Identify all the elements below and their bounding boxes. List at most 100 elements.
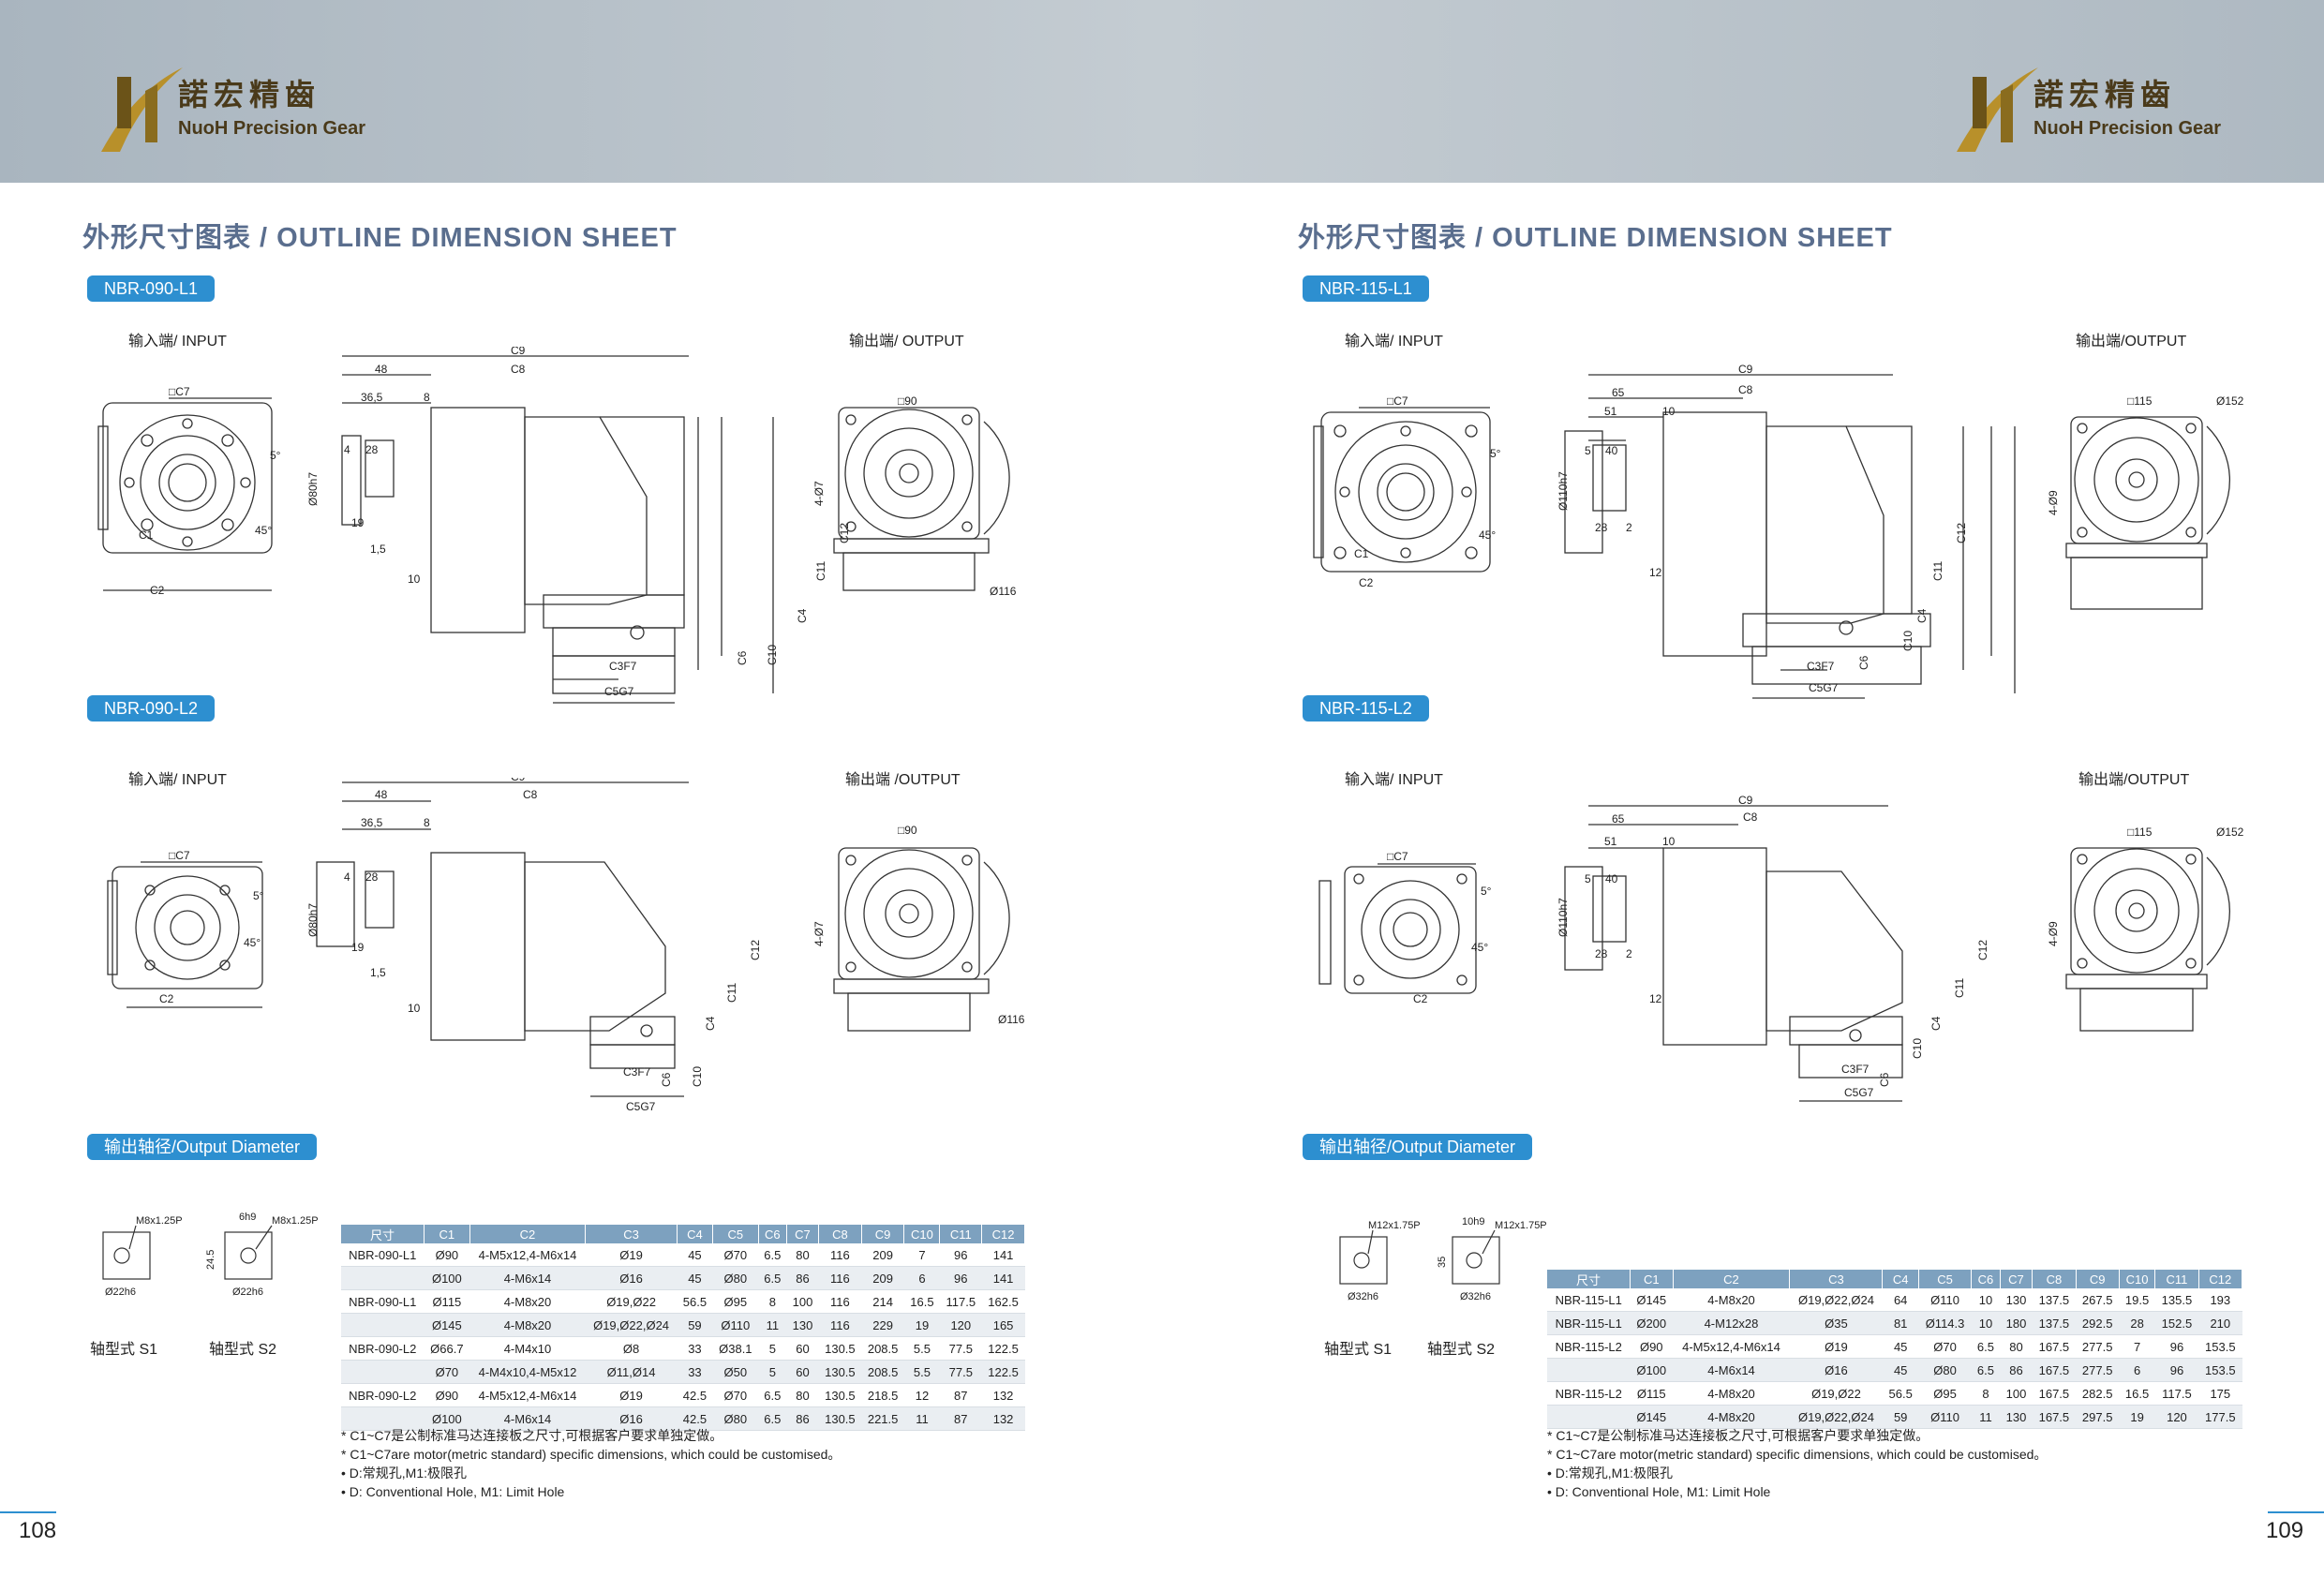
dim-label: 45° bbox=[255, 524, 272, 537]
table-cell: 64 bbox=[1882, 1288, 1919, 1312]
dim-label: C6 bbox=[736, 650, 749, 665]
table-cell: 6.5 bbox=[758, 1406, 787, 1431]
logo-right: 諾宏精齒 NuoH Precision Gear bbox=[1949, 58, 2287, 161]
shaft-caption-s1: 轴型式 S1 bbox=[90, 1342, 158, 1358]
dim-label: C3F7 bbox=[623, 1065, 651, 1079]
table-cell: 86 bbox=[786, 1266, 819, 1290]
table-cell: 152.5 bbox=[2154, 1311, 2199, 1335]
table-cell: 33 bbox=[677, 1360, 713, 1384]
table-cell: 4-M8x20 bbox=[1673, 1405, 1790, 1429]
table-cell: 4-M6x14 bbox=[469, 1406, 586, 1431]
table-cell: 167.5 bbox=[2032, 1334, 2077, 1359]
dim-label: C1 bbox=[139, 528, 154, 542]
dim-label: C2 bbox=[1359, 576, 1374, 589]
table-cell: Ø70 bbox=[712, 1383, 759, 1407]
table-cell: 59 bbox=[677, 1313, 713, 1337]
dim-label: Ø152 bbox=[2216, 394, 2244, 408]
dim-label: 4-Ø9 bbox=[2047, 490, 2060, 515]
table-cell: 116 bbox=[818, 1266, 862, 1290]
shaft-s1 bbox=[102, 1225, 151, 1280]
table-cell: 208.5 bbox=[861, 1336, 904, 1361]
dim-label: C10 bbox=[691, 1066, 704, 1087]
dim-label: 45° bbox=[1479, 528, 1496, 542]
table-cell: 132 bbox=[981, 1383, 1025, 1407]
note-line: • D: Conventional Hole, M1: Limit Hole bbox=[1547, 1484, 1771, 1499]
shaft-caption-s2: 轴型式 S2 bbox=[209, 1342, 277, 1358]
table-cell: 175 bbox=[2198, 1381, 2242, 1406]
dim-label: C4 bbox=[1929, 1016, 1943, 1031]
table-cell: Ø66.7 bbox=[424, 1336, 470, 1361]
table-cell: 7 bbox=[903, 1243, 940, 1267]
table-cell: 4-M8x20 bbox=[469, 1313, 586, 1337]
table-cell: 96 bbox=[2154, 1334, 2199, 1359]
table-cell: 132 bbox=[981, 1406, 1025, 1431]
table-cell: 6.5 bbox=[1971, 1334, 2001, 1359]
header-band bbox=[0, 0, 2324, 183]
dim-label: Ø32h6 bbox=[1460, 1291, 1491, 1302]
table-cell: 208.5 bbox=[861, 1360, 904, 1384]
table-cell: 221.5 bbox=[861, 1406, 904, 1431]
table-cell: 19 bbox=[903, 1313, 940, 1337]
side-view bbox=[341, 355, 774, 704]
table-header-cell: C4 bbox=[677, 1225, 713, 1243]
table-header-cell: 尺寸 bbox=[1547, 1270, 1631, 1288]
dim-label: □C7 bbox=[169, 849, 190, 862]
dim-label: C12 bbox=[1976, 940, 1989, 960]
input-label: 输入端/ INPUT bbox=[1345, 334, 1443, 350]
table-cell: 10 bbox=[1971, 1311, 2001, 1335]
table-cell: 153.5 bbox=[2198, 1334, 2242, 1359]
output-label: 输出端/ OUTPUT bbox=[849, 334, 964, 350]
dim-label: M12x1.75P bbox=[1368, 1220, 1421, 1231]
page-accent-left bbox=[0, 1511, 56, 1513]
table-cell: NBR-115-L2 bbox=[1547, 1381, 1631, 1406]
table-cell: 33 bbox=[677, 1336, 713, 1361]
table-cell: 4-M8x20 bbox=[469, 1289, 586, 1314]
dim-label: C4 bbox=[1915, 608, 1929, 623]
table-cell: 60 bbox=[786, 1336, 819, 1361]
table-cell: Ø19 bbox=[585, 1243, 678, 1267]
table-header-cell: C9 bbox=[2076, 1270, 2120, 1288]
side-view bbox=[1564, 805, 1903, 1102]
table-cell: Ø11,Ø14 bbox=[585, 1360, 678, 1384]
table-cell: 4-M12x28 bbox=[1673, 1311, 1790, 1335]
table-cell: 45 bbox=[677, 1266, 713, 1290]
table-cell: Ø80 bbox=[1918, 1358, 1972, 1382]
table-cell: NBR-115-L1 bbox=[1547, 1311, 1631, 1335]
dim-label: 45° bbox=[244, 936, 261, 949]
dim-label: C10 bbox=[1901, 631, 1914, 651]
table-cell: 19 bbox=[2119, 1405, 2155, 1429]
dim-label: C3F7 bbox=[1807, 660, 1835, 673]
dim-label: □C7 bbox=[1387, 394, 1408, 408]
dim-label: 4-Ø9 bbox=[2047, 921, 2060, 946]
table-cell: 4-M5x12,4-M6x14 bbox=[1673, 1334, 1790, 1359]
dim-label: Ø32h6 bbox=[1348, 1291, 1378, 1302]
dim-label: C4 bbox=[704, 1016, 717, 1031]
table-cell: 177.5 bbox=[2198, 1405, 2242, 1429]
table-cell: 229 bbox=[861, 1313, 904, 1337]
dim-label: C12 bbox=[1955, 523, 1968, 543]
table-cell: Ø80 bbox=[712, 1406, 759, 1431]
table-cell: 267.5 bbox=[2076, 1288, 2120, 1312]
table-cell bbox=[341, 1313, 425, 1337]
table-cell: NBR-115-L1 bbox=[1547, 1288, 1631, 1312]
table-header-cell: C12 bbox=[981, 1225, 1025, 1243]
table-cell: 45 bbox=[1882, 1358, 1919, 1382]
logo-chinese: 諾宏精齒 bbox=[2034, 77, 2177, 112]
model-tag-090-l2: NBR-090-L2 bbox=[87, 695, 216, 722]
dim-label: 6h9 bbox=[239, 1212, 256, 1223]
input-label: 输入端/ INPUT bbox=[1345, 772, 1443, 788]
table-header-cell: C3 bbox=[585, 1225, 678, 1243]
table-cell bbox=[1547, 1358, 1631, 1382]
dim-label: Ø80h7 bbox=[306, 903, 320, 937]
table-cell: 5 bbox=[758, 1360, 787, 1384]
table-cell: 12 bbox=[903, 1383, 940, 1407]
dim-label: 40 bbox=[1605, 444, 1618, 457]
dim-label: 24.5 bbox=[205, 1250, 216, 1270]
table-cell: 100 bbox=[2000, 1381, 2033, 1406]
table-header-cell: C6 bbox=[758, 1225, 787, 1243]
table-header-cell: C11 bbox=[939, 1225, 983, 1243]
table-cell: 96 bbox=[939, 1266, 982, 1290]
table-header-cell: C10 bbox=[2119, 1270, 2156, 1288]
table-cell: 209 bbox=[861, 1243, 904, 1267]
